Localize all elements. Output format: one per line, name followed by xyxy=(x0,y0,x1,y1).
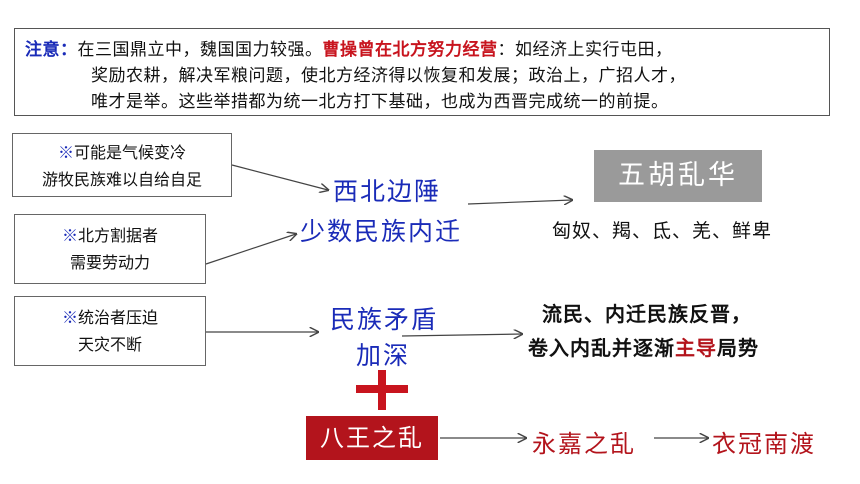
arrow-labor-to-migration xyxy=(205,234,296,265)
migration-line-2: 少数民族内迁 xyxy=(300,217,463,246)
note-text-1a: 在三国鼎立中，魏国国力较强。 xyxy=(77,40,323,60)
reference-mark-icon: ※ xyxy=(61,308,78,327)
migration-line-1: 西北边陲 xyxy=(333,177,442,206)
conflict-line-1: 民族矛盾 xyxy=(330,305,439,334)
reference-mark-icon: ※ xyxy=(57,143,74,162)
note-highlight: 曹操曾在北方努力经营 xyxy=(322,40,498,60)
wuhu-tag: 五胡乱华 xyxy=(594,150,762,202)
note-line-2: 奖励农耕，解决军粮问题，使北方经济得以恢复和发展；政治上，广招人才， xyxy=(91,66,686,86)
arrow-climate-to-migration xyxy=(231,164,328,190)
cause-text: 可能是气候变冷 xyxy=(74,143,187,162)
note-line-3: 唯才是举。这些举措都为统一北方打下基础，也成为西晋完成统一的前提。 xyxy=(91,92,669,112)
cause-box-labor: ※北方割据者 需要劳动力 xyxy=(14,214,206,284)
chain-start-box: 八王之乱 xyxy=(306,416,438,460)
arrow-migration-to-wuhu xyxy=(467,200,572,204)
cause-text: 需要劳动力 xyxy=(69,253,150,272)
arrow-conflict-to-result xyxy=(401,334,522,336)
cause-text: 天灾不断 xyxy=(77,335,142,354)
note-text-1b: ：如经济上实行屯田， xyxy=(497,40,673,60)
note-box: 注意：在三国鼎立中，魏国国力较强。曹操曾在北方努力经营：如经济上实行屯田， 奖励… xyxy=(14,28,830,116)
chain-middle: 永嘉之乱 xyxy=(532,430,636,458)
cause-box-oppression: ※统治者压迫 天灾不断 xyxy=(14,296,206,366)
cause-text: 北方割据者 xyxy=(78,226,159,245)
reference-mark-icon: ※ xyxy=(61,226,78,245)
conflict-line-2: 加深 xyxy=(356,341,411,370)
note-label: 注意： xyxy=(25,40,78,60)
result-text: 卷入内乱并逐渐 xyxy=(528,336,675,360)
plus-icon xyxy=(356,370,408,410)
cause-text: 统治者压迫 xyxy=(78,308,159,327)
result-text: 局势 xyxy=(717,336,759,360)
result-highlight: 主导 xyxy=(675,336,717,360)
chain-end: 衣冠南渡 xyxy=(712,430,816,458)
cause-box-climate: ※可能是气候变冷 游牧民族难以自给自足 xyxy=(12,133,232,197)
note-line-1: 注意：在三国鼎立中，魏国国力较强。曹操曾在北方努力经营：如经济上实行屯田， xyxy=(25,37,829,63)
cause-text: 游牧民族难以自给自足 xyxy=(41,170,202,189)
tribes-list: 匈奴、羯、氐、羌、鲜卑 xyxy=(552,220,773,242)
result-line-1: 流民、内迁民族反晋， xyxy=(542,302,752,326)
result-line-2: 卷入内乱并逐渐主导局势 xyxy=(528,332,759,364)
